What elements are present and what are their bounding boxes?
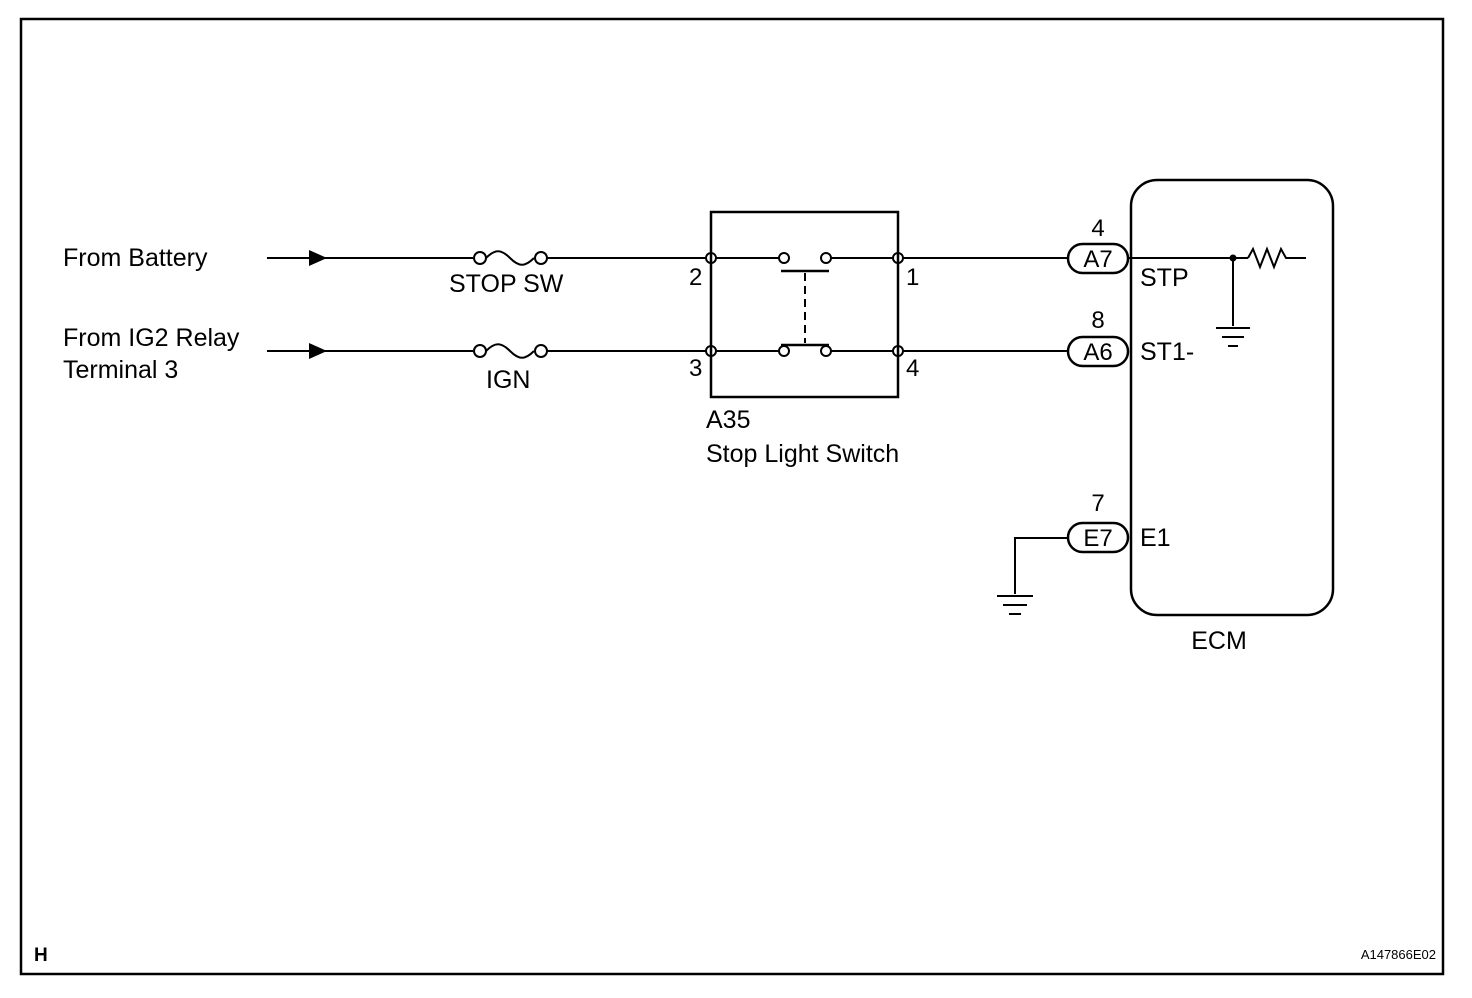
diagram-frame (19, 17, 1445, 976)
battery-wire (267, 250, 473, 266)
battery-arrow-icon (309, 250, 327, 266)
connector-a6 (1066, 335, 1130, 368)
ecm-box (1129, 178, 1335, 617)
ig2-terminal-label: Terminal 3 (63, 356, 178, 384)
connector-e7-label: E7 (1083, 525, 1112, 552)
from-ig2-relay-label: From IG2 Relay (63, 324, 240, 352)
ecm-ground-icon (1216, 327, 1250, 347)
ecm-internal-circuit (1128, 246, 1306, 326)
ign-fuse-label: IGN (486, 366, 530, 394)
stop-sw-fuse-label: STOP SW (449, 270, 564, 298)
switch-pin-4: 4 (906, 355, 919, 382)
stop-light-switch (705, 210, 904, 399)
switch-pin-3: 3 (689, 355, 702, 382)
ground-icon (997, 595, 1033, 615)
switch-pin-2: 2 (689, 264, 702, 291)
connector-a6-pin: 8 (1091, 307, 1104, 334)
ign-fuse (473, 343, 548, 359)
switch-pin-1: 1 (906, 264, 919, 291)
switch-code-label: A35 (706, 406, 750, 434)
connector-e7-pin: 7 (1091, 490, 1104, 517)
stop-sw-fuse (473, 250, 548, 266)
ig2-wire (267, 343, 473, 359)
resistor-icon (1247, 246, 1306, 270)
ecm-label: ECM (1191, 627, 1247, 655)
ecm-st1-terminal: ST1- (1140, 338, 1194, 366)
connector-a6-label: A6 (1083, 339, 1112, 366)
ecm-e1-terminal: E1 (1140, 524, 1171, 552)
e7-ground-wire (1014, 537, 1068, 594)
corner-letter: H (34, 945, 48, 966)
ecm-stp-terminal: STP (1140, 264, 1189, 292)
from-battery-label: From Battery (63, 244, 208, 272)
switch-name-label: Stop Light Switch (706, 440, 899, 468)
figure-code: A147866E02 (1361, 947, 1436, 962)
connector-a7-pin: 4 (1091, 215, 1104, 242)
connector-a7-label: A7 (1083, 246, 1112, 273)
ig2-arrow-icon (309, 343, 327, 359)
